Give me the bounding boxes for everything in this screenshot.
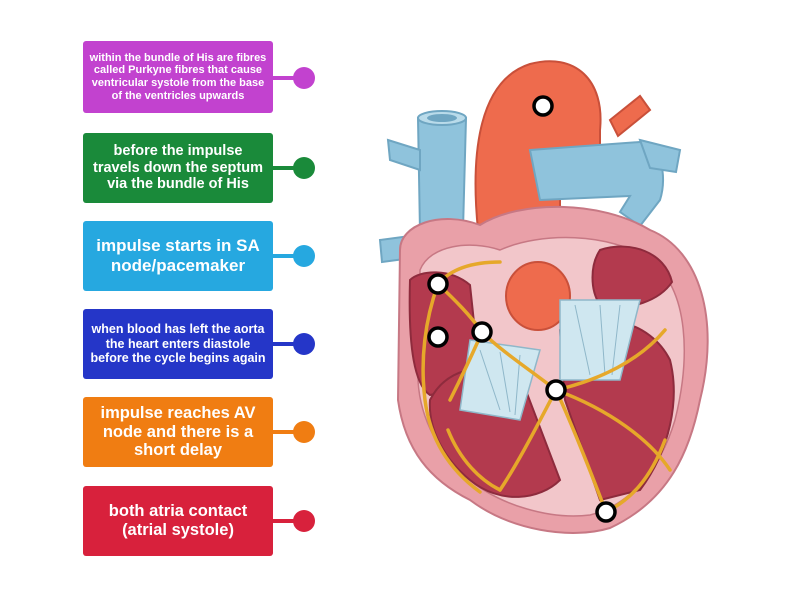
drop-target-purkyne[interactable] xyxy=(595,501,617,523)
connector xyxy=(273,342,299,346)
connector-knob xyxy=(293,245,315,267)
label-text: impulse reaches AV node and there is a s… xyxy=(100,403,256,460)
connector xyxy=(273,166,299,170)
label-text: both atria contact (atrial systole) xyxy=(108,502,248,539)
connector-knob xyxy=(293,510,315,532)
drop-targets xyxy=(427,95,617,523)
label-text: within the bundle of His are fibres call… xyxy=(89,51,267,102)
drop-target-sa-node[interactable] xyxy=(427,273,449,295)
label-text: before the impulse travels down the sept… xyxy=(92,142,263,193)
label-card-av-node[interactable]: impulse reaches AV node and there is a s… xyxy=(83,397,273,467)
connector xyxy=(273,519,299,523)
label-card-bundle-of-his[interactable]: before the impulse travels down the sept… xyxy=(83,133,273,203)
connector-knob xyxy=(293,67,315,89)
drop-target-av-node[interactable] xyxy=(471,321,493,343)
connector xyxy=(273,254,299,258)
label-card-diastole[interactable]: when blood has left the aorta the heart … xyxy=(83,309,273,379)
label-card-sa-node[interactable]: impulse starts in SA node/pacemaker xyxy=(83,221,273,291)
label-text: when blood has left the aorta the heart … xyxy=(90,322,266,366)
connector-knob xyxy=(293,333,315,355)
label-text: impulse starts in SA node/pacemaker xyxy=(96,236,260,275)
connector xyxy=(273,76,299,80)
label-card-atrial-systole[interactable]: both atria contact (atrial systole) xyxy=(83,486,273,556)
drop-target-aorta[interactable] xyxy=(532,95,554,117)
connector xyxy=(273,430,299,434)
connector-knob xyxy=(293,157,315,179)
drop-target-right-atrium[interactable] xyxy=(427,326,449,348)
drop-target-bundle-of-his[interactable] xyxy=(545,379,567,401)
label-card-purkyne[interactable]: within the bundle of His are fibres call… xyxy=(83,41,273,113)
connector-knob xyxy=(293,421,315,443)
